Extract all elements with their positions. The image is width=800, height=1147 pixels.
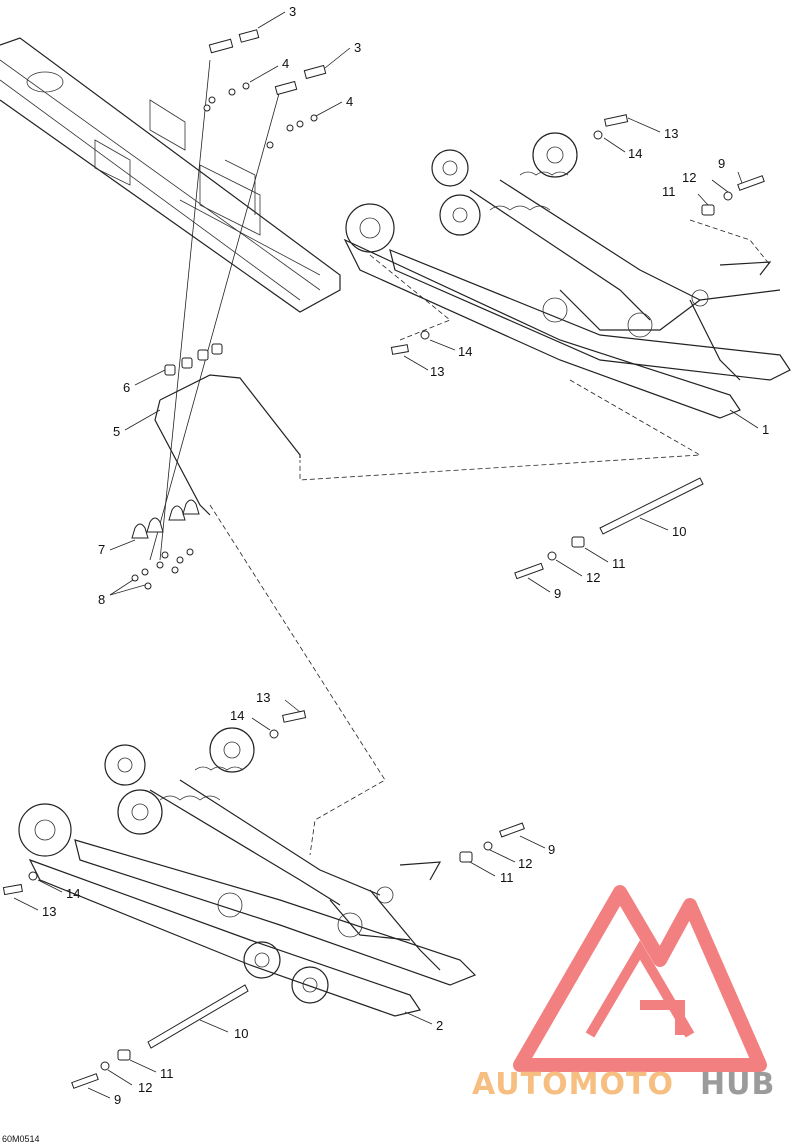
- callout-14a: 14: [628, 146, 642, 161]
- automotohub-logo: AUTOMOTO HUB: [472, 885, 775, 1102]
- callout-4b: 4: [346, 94, 353, 109]
- callout-4a: 4: [282, 56, 289, 71]
- bolt-item-3b: [274, 64, 327, 96]
- callout-13a: 13: [664, 126, 678, 141]
- bolt-item-13-lower: [269, 710, 307, 739]
- callout-14b: 14: [458, 344, 472, 359]
- callout-7: 7: [98, 542, 105, 557]
- nut-item-8: [131, 548, 194, 590]
- callout-10a: 10: [672, 524, 686, 539]
- nut-item-4: [203, 82, 318, 149]
- logo-text-part2: HUB: [700, 1067, 775, 1102]
- callout-12d: 12: [138, 1080, 152, 1095]
- callout-6: 6: [123, 380, 130, 395]
- callout-13c: 13: [256, 690, 270, 705]
- callout-12b: 12: [586, 570, 600, 585]
- callout-13d: 13: [42, 904, 56, 919]
- rear-suspension-lower: [18, 727, 477, 1017]
- callout-1: 1: [762, 422, 769, 437]
- bolt-item-9-upper: [701, 175, 765, 216]
- callout-12c: 12: [518, 856, 532, 871]
- callout-3b: 3: [354, 40, 361, 55]
- callout-8: 8: [98, 592, 105, 607]
- callout-2: 2: [436, 1018, 443, 1033]
- bolt-item-9-lower: [459, 822, 525, 863]
- callout-9a: 9: [718, 156, 725, 171]
- callout-12a: 12: [682, 170, 696, 185]
- callout-labels: 3 3 4 4 13 14 9 12 11 14 13 6 5 1 10 11 …: [42, 4, 769, 1107]
- sway-bar: [154, 343, 301, 516]
- callout-14c: 14: [230, 708, 244, 723]
- bracket-item-7: [131, 499, 200, 539]
- callout-11d: 11: [160, 1066, 174, 1081]
- bolt-item-13-mid: [390, 330, 430, 355]
- callout-9c: 9: [548, 842, 555, 857]
- callout-10b: 10: [234, 1026, 248, 1041]
- bolt-item-13-upper: [593, 114, 629, 140]
- callout-14d: 14: [66, 886, 80, 901]
- bolt-item-13-left: [2, 871, 38, 896]
- shaft-item-10-lower: [71, 984, 249, 1089]
- callout-9d: 9: [114, 1092, 121, 1107]
- chassis-frame: [0, 37, 341, 313]
- bolt-item-3a: [208, 29, 260, 54]
- callout-11a: 11: [662, 184, 676, 199]
- diagram-code: 60M0514: [2, 1134, 40, 1144]
- bushing-item-6: [164, 343, 223, 376]
- callout-9b: 9: [554, 586, 561, 601]
- shaft-item-10-upper: [514, 477, 704, 580]
- callout-3a: 3: [289, 4, 296, 19]
- logo-text-part1: AUTOMOTO: [472, 1067, 674, 1102]
- callout-13b: 13: [430, 364, 444, 379]
- callout-11b: 11: [612, 556, 626, 571]
- callout-5: 5: [113, 424, 120, 439]
- callout-11c: 11: [500, 870, 514, 885]
- rear-suspension-upper: [343, 132, 791, 419]
